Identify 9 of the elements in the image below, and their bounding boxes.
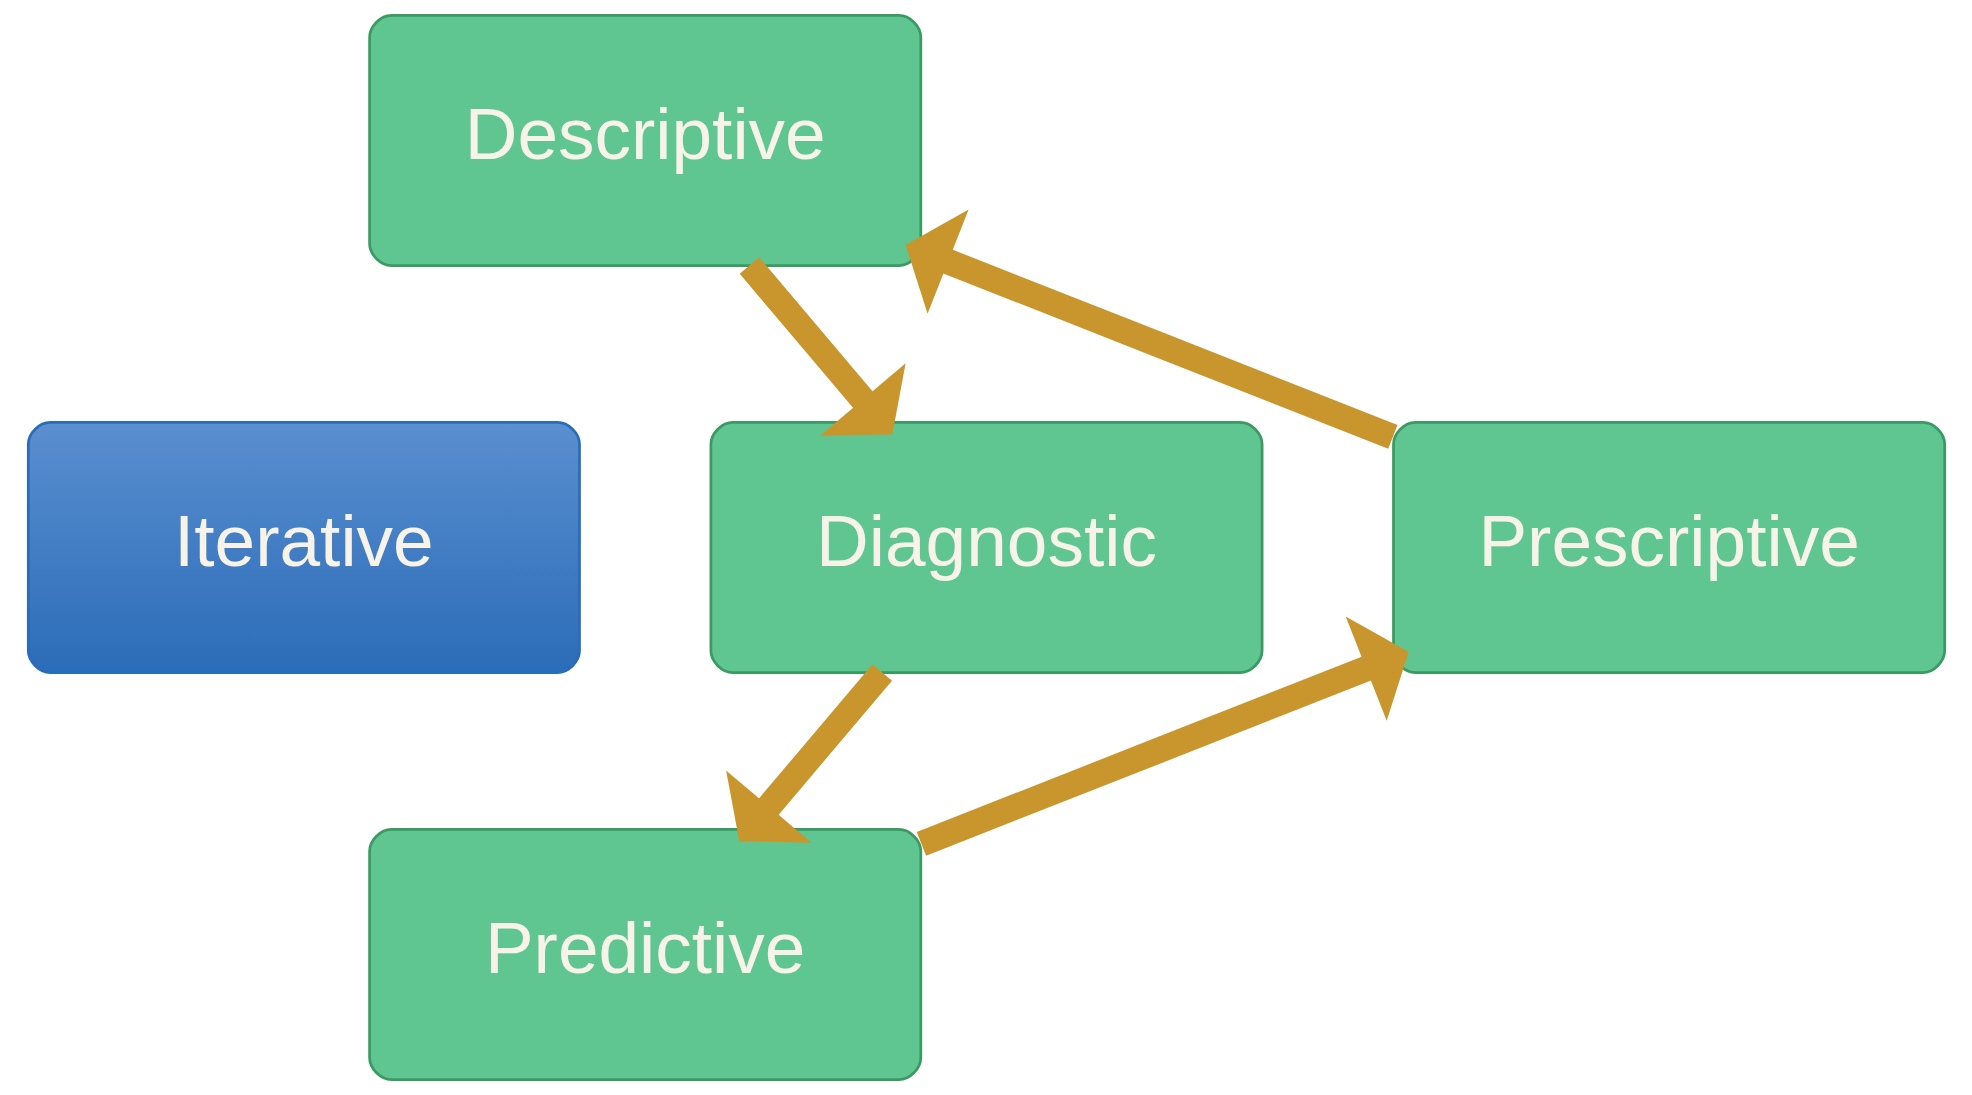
arrow bbox=[905, 209, 1398, 449]
node-box: Prescriptive bbox=[1391, 421, 1946, 674]
node-box: Descriptive bbox=[367, 14, 922, 267]
node-box: Predictive bbox=[367, 828, 922, 1081]
node-box: Diagnostic bbox=[709, 421, 1263, 674]
arrow bbox=[916, 616, 1409, 856]
node-box: Iterative bbox=[26, 421, 581, 674]
arrow bbox=[725, 664, 892, 843]
arrow bbox=[739, 257, 906, 436]
